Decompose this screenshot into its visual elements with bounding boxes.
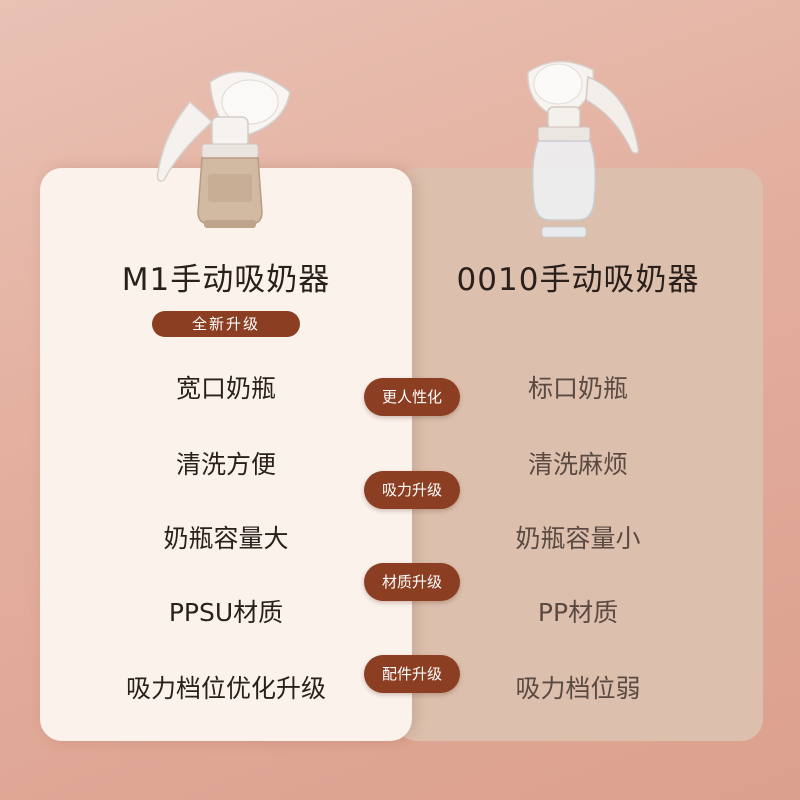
feature-right-4: PP材质 (537, 598, 619, 627)
feature-left-2: 清洗方便 (175, 450, 276, 479)
pill-accessory-upgrade: 配件升级 (364, 655, 460, 693)
m1-breast-pump-image (156, 70, 291, 228)
product-title-m1: M1手动吸奶器 (121, 262, 331, 298)
product-title-0010: 0010手动吸奶器 (456, 262, 700, 298)
new-upgrade-badge: 全新升级 (152, 311, 300, 337)
pill-suction-upgrade: 吸力升级 (364, 471, 460, 509)
feature-right-3: 奶瓶容量小 (515, 524, 641, 553)
pill-material-upgrade: 材质升级 (364, 563, 460, 601)
feature-right-5: 吸力档位弱 (515, 674, 641, 703)
feature-left-4: PPSU材质 (168, 598, 284, 627)
feature-left-3: 奶瓶容量大 (163, 524, 289, 553)
feature-left-5: 吸力档位优化升级 (125, 674, 326, 703)
feature-right-1: 标口奶瓶 (527, 374, 628, 403)
feature-right-2: 清洗麻烦 (527, 450, 628, 479)
feature-left-1: 宽口奶瓶 (175, 374, 276, 403)
0010-breast-pump-image (527, 60, 640, 238)
pill-more-humanized: 更人性化 (364, 378, 460, 416)
comparison-card-new (40, 168, 412, 741)
comparison-card-old (395, 168, 763, 741)
